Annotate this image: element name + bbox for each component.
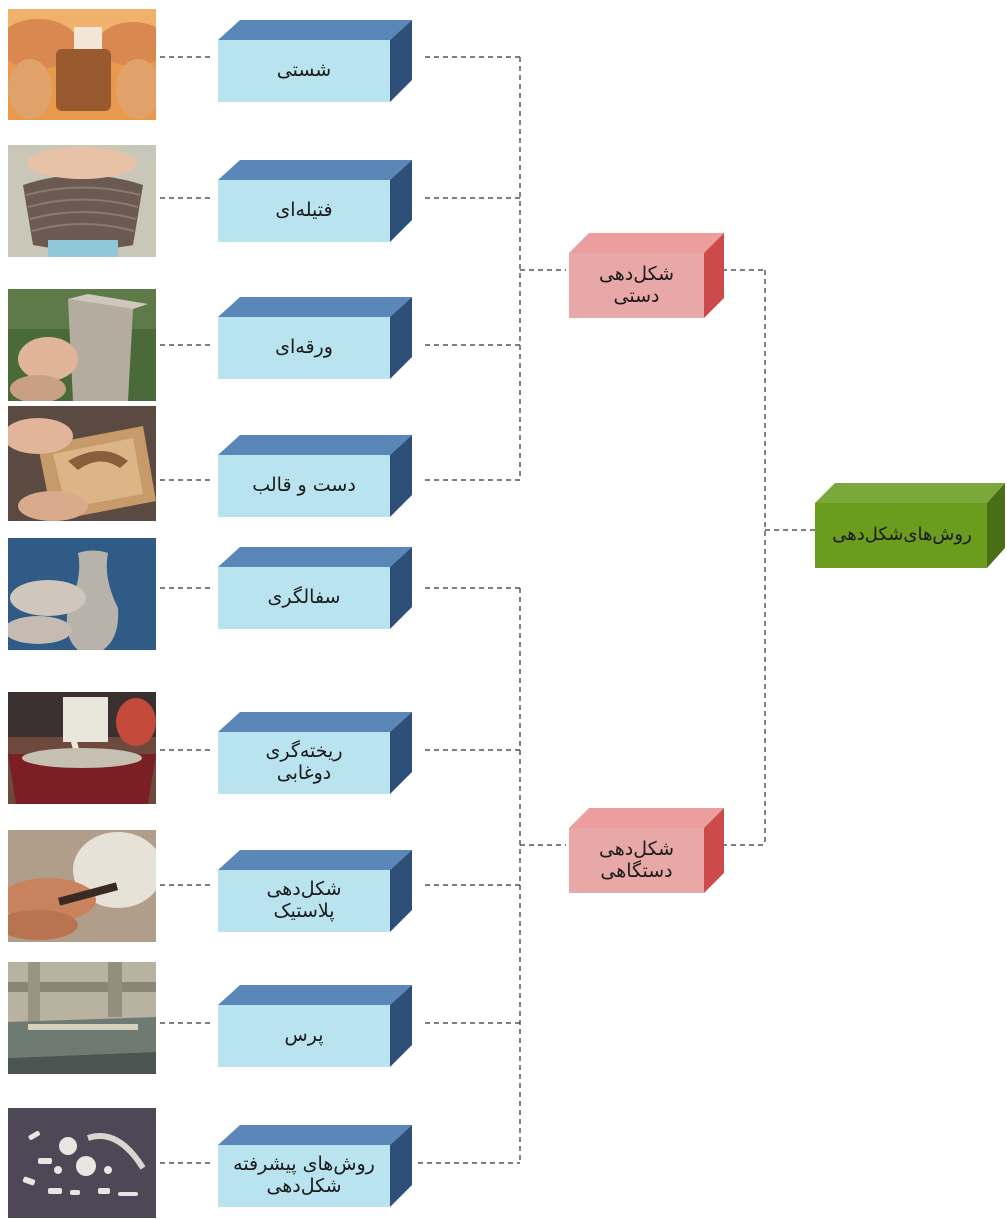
group-label-line2: دستی [613, 284, 660, 307]
method-box-1: شستی [212, 20, 412, 102]
method-box-4: دست و قالب [212, 435, 412, 517]
clay-slab-box-photo [8, 289, 156, 401]
method-box-7: شکل‌دهی پلاستیک [212, 850, 412, 932]
group-label-line1: شکل‌دهی [598, 837, 675, 860]
method-box-3: ورقه‌ای [212, 297, 412, 379]
press-machine-photo [8, 962, 156, 1074]
plastic-forming-photo [8, 830, 156, 942]
method-label-line2: شکل‌دهی [266, 1175, 342, 1197]
method-box-5: سفالگری [212, 547, 412, 629]
method-label: سفالگری [267, 586, 341, 609]
pottery-wheel-vase-photo [8, 538, 156, 650]
advanced-ceramic-parts-photo [8, 1108, 156, 1218]
group-label-line1: شکل‌دهی [598, 262, 675, 285]
method-label: دست و قالب [252, 474, 356, 497]
method-label-line2: پلاستیک [273, 900, 335, 922]
method-label-line2: دوغابی [276, 762, 332, 784]
group-label-line2: دستگاهی [600, 859, 673, 882]
method-label: شستی [276, 59, 332, 82]
method-label: ورقه‌ای [275, 336, 333, 359]
press-mold-tile-photo [8, 406, 156, 521]
hands-shaping-clay-block-photo [8, 9, 156, 120]
method-label: پرس [284, 1024, 324, 1047]
coiled-clay-pot-photo [8, 145, 156, 257]
method-label-line1: روش‌های پیشرفته [233, 1153, 375, 1176]
method-label-line1: ریخته‌گری [265, 740, 343, 763]
method-box-6: ریخته‌گری دوغابی [212, 712, 412, 794]
group-box-machine: شکل‌دهی دستگاهی [566, 808, 724, 893]
method-label: فتیله‌ای [275, 199, 333, 222]
method-box-2: فتیله‌ای [212, 160, 412, 242]
root-box: روش‌های‌شکل‌دهی [815, 483, 1005, 568]
method-box-8: پرس [212, 985, 412, 1067]
method-box-9: روش‌های پیشرفته شکل‌دهی [212, 1125, 412, 1207]
root-label: روش‌های‌شکل‌دهی [832, 524, 972, 546]
slip-casting-pour-photo [8, 692, 156, 804]
method-label-line1: شکل‌دهی [266, 878, 342, 901]
group-box-manual: شکل‌دهی دستی [566, 233, 724, 318]
